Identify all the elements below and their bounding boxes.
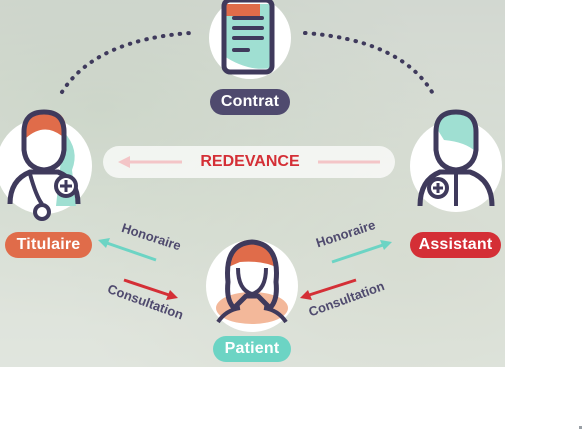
assistant-icon bbox=[410, 109, 502, 212]
consultation-arrowhead-left bbox=[166, 290, 178, 300]
honoraire-arrowhead-left bbox=[98, 238, 110, 248]
honoraire-arrow-left bbox=[103, 240, 157, 262]
consultation-arrowhead-right bbox=[300, 290, 312, 300]
consultation-arrow-left bbox=[123, 278, 173, 298]
titulaire-label: Titulaire bbox=[5, 232, 92, 258]
assistant-label: Assistant bbox=[410, 232, 501, 258]
label-honoraire-left: Honoraire bbox=[120, 220, 183, 253]
contract-document-icon bbox=[209, 0, 291, 79]
contrat-label: Contrat bbox=[210, 89, 290, 115]
patient-icon bbox=[206, 239, 298, 332]
label-honoraire-right: Honoraire bbox=[314, 217, 377, 250]
dotted-connector-left bbox=[60, 31, 192, 94]
doctor-icon bbox=[0, 109, 92, 221]
patient-label: Patient bbox=[213, 336, 291, 362]
redevance-band bbox=[103, 146, 395, 178]
redevance-label: REDEVANCE bbox=[200, 153, 300, 170]
consultation-arrow-right bbox=[305, 278, 357, 298]
honoraire-arrow-right bbox=[331, 242, 387, 264]
corner-mark bbox=[579, 426, 582, 429]
honoraire-arrowhead-right bbox=[380, 240, 392, 250]
dotted-connector-right bbox=[303, 31, 434, 94]
